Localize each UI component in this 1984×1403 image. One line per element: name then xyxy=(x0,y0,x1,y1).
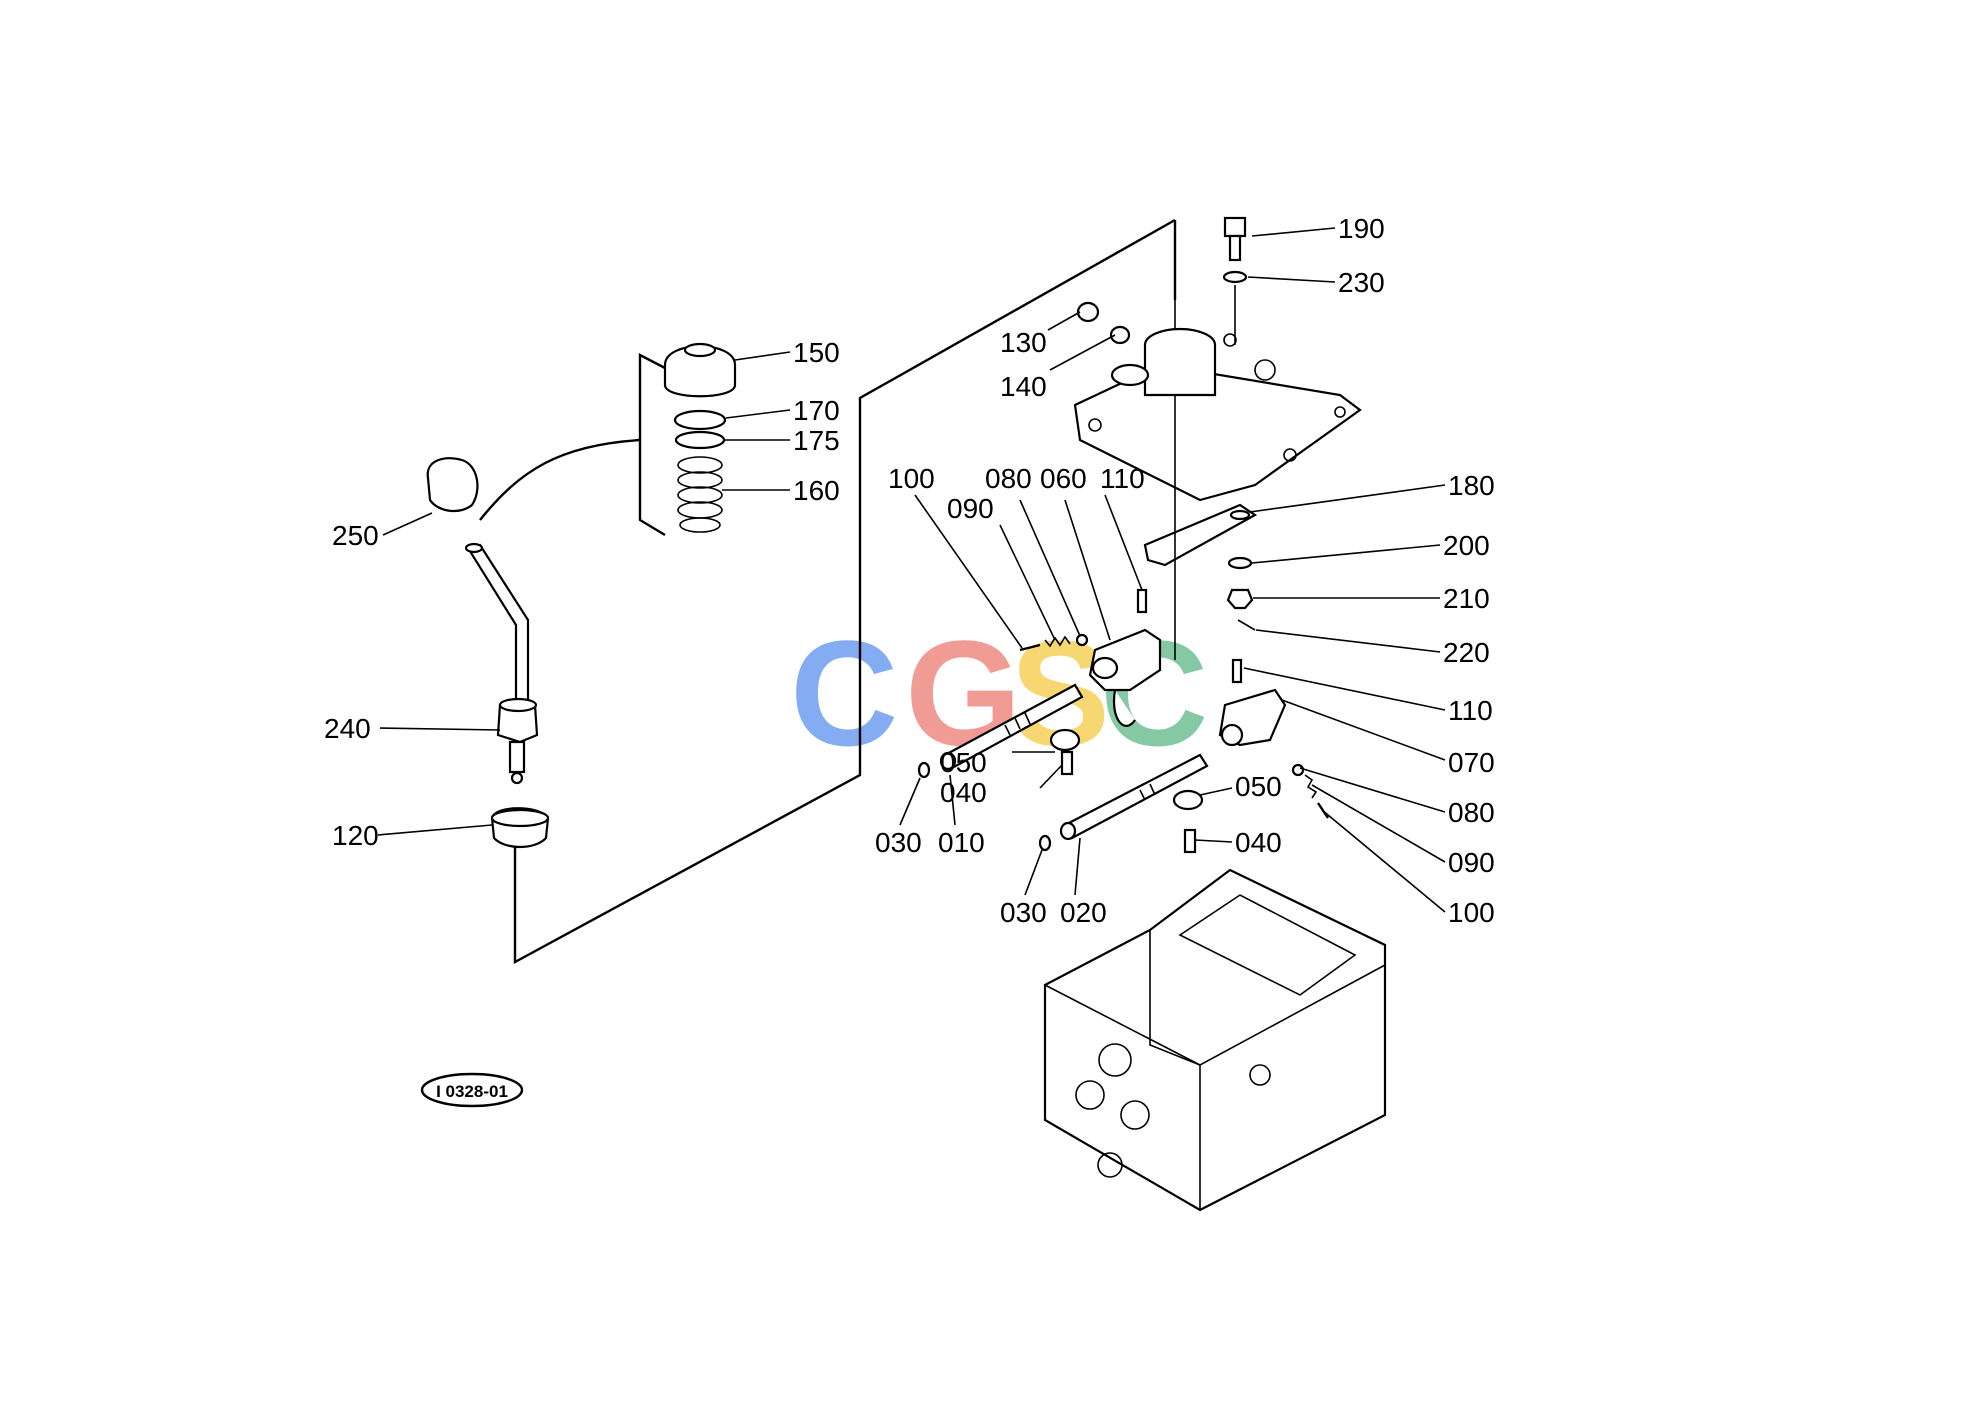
label-175: 175 xyxy=(793,425,840,456)
bolt-190 xyxy=(1222,216,1248,284)
shift-rod-010 xyxy=(917,683,1084,779)
label-150: 150 xyxy=(793,337,840,368)
knob-internals xyxy=(663,342,737,533)
label-100a: 100 xyxy=(888,463,935,494)
label-210: 210 xyxy=(1443,583,1490,614)
label-100b: 100 xyxy=(1448,897,1495,928)
label-050a: 050 xyxy=(940,747,987,778)
figure-code: I 0328-01 xyxy=(436,1082,508,1101)
knob-detail-bracket xyxy=(479,353,666,537)
top-cover xyxy=(1073,285,1362,502)
label-200: 200 xyxy=(1443,530,1490,561)
label-070: 070 xyxy=(1448,747,1495,778)
label-050b: 050 xyxy=(1235,771,1282,802)
label-230: 230 xyxy=(1338,267,1385,298)
figure-code-stamp: I 0328-01 xyxy=(420,1072,524,1108)
label-170: 170 xyxy=(793,395,840,426)
label-060: 060 xyxy=(1040,463,1087,494)
label-090a: 090 xyxy=(947,493,994,524)
label-160: 160 xyxy=(793,475,840,506)
label-090b: 090 xyxy=(1448,847,1495,878)
label-140: 140 xyxy=(1000,371,1047,402)
shift-lever xyxy=(426,457,550,849)
shift-fork-070 xyxy=(1218,658,1329,819)
label-240: 240 xyxy=(324,713,371,744)
label-130: 130 xyxy=(1000,327,1047,358)
label-010: 010 xyxy=(938,827,985,858)
assembly-bracket xyxy=(513,218,1177,965)
label-220: 220 xyxy=(1443,637,1490,668)
label-020: 020 xyxy=(1060,897,1107,928)
label-040a: 040 xyxy=(940,777,987,808)
label-080a: 080 xyxy=(985,463,1032,494)
label-120: 120 xyxy=(332,820,379,851)
leader-lines xyxy=(377,227,1446,913)
plate-180 xyxy=(1143,395,1258,660)
shift-fork-060 xyxy=(1088,588,1162,727)
label-180: 180 xyxy=(1448,470,1495,501)
transmission-case xyxy=(1043,868,1387,1212)
label-110b: 110 xyxy=(1448,695,1493,726)
label-040b: 040 xyxy=(1235,827,1282,858)
label-190: 190 xyxy=(1338,213,1385,244)
label-030a: 030 xyxy=(875,827,922,858)
label-080b: 080 xyxy=(1448,797,1495,828)
label-250: 250 xyxy=(332,520,379,551)
detent-set-upper xyxy=(1019,633,1089,652)
part-labels: 190 230 130 140 150 170 175 160 250 240 … xyxy=(324,213,1495,928)
watermark-letter-c1: C xyxy=(790,609,898,777)
shift-rod-020 xyxy=(1038,753,1209,854)
label-030b: 030 xyxy=(1000,897,1047,928)
plug-130 xyxy=(1076,301,1131,345)
label-110a: 110 xyxy=(1100,463,1145,494)
